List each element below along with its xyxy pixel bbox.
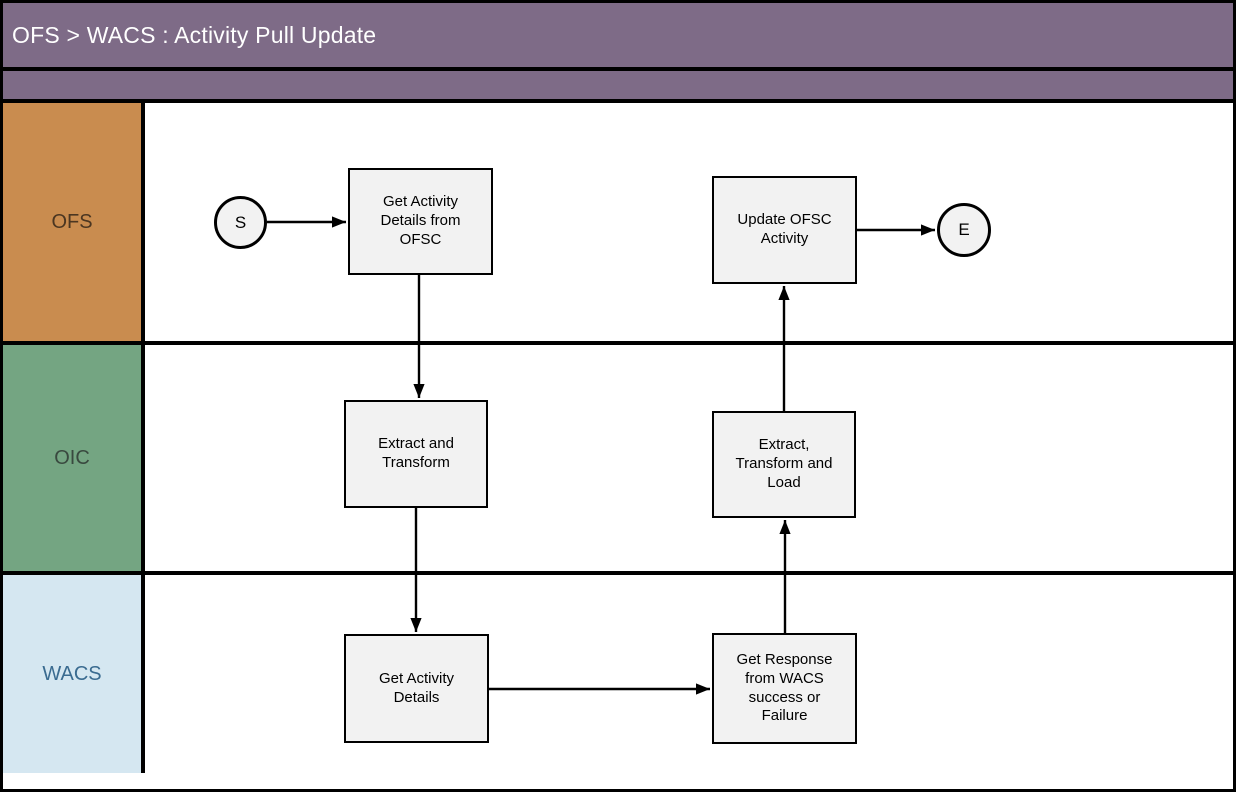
title-bar: OFS > WACS : Activity Pull Update	[3, 3, 1233, 71]
swimlane-ofs: OFS	[3, 103, 1233, 345]
start-node: S	[214, 196, 267, 249]
swimlane-content-oic	[145, 345, 1233, 571]
swimlane-oic: OIC	[3, 345, 1233, 575]
process-get-activity-details-from-ofsc: Get Activity Details from OFSC	[348, 168, 493, 275]
phase-bar	[3, 71, 1233, 103]
process-extract-and-transform: Extract and Transform	[344, 400, 488, 508]
swimlane-content-wacs	[145, 575, 1233, 773]
process-get-response-from-wacs: Get Response from WACS success or Failur…	[712, 633, 857, 744]
end-node: E	[937, 203, 991, 257]
swimlane-wacs: WACS	[3, 575, 1233, 773]
process-update-ofsc-activity: Update OFSC Activity	[712, 176, 857, 284]
swimlane-label-wacs: WACS	[3, 575, 145, 773]
process-extract-transform-load: Extract, Transform and Load	[712, 411, 856, 518]
swimlane-label-ofs: OFS	[3, 103, 145, 341]
swimlane-content-ofs	[145, 103, 1233, 341]
process-get-activity-details: Get Activity Details	[344, 634, 489, 743]
page-title: OFS > WACS : Activity Pull Update	[12, 21, 377, 48]
swimlane-label-oic: OIC	[3, 345, 145, 571]
